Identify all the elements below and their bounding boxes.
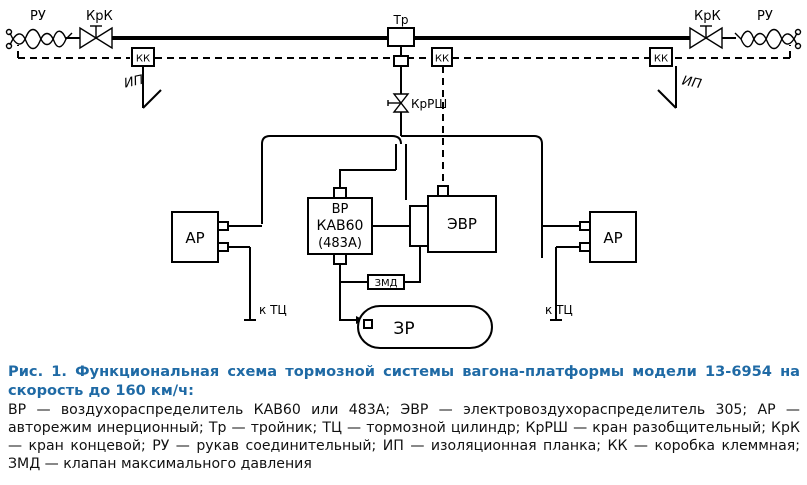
end-valve-right — [689, 25, 723, 50]
label-kk-left: КК — [136, 54, 150, 65]
label-ip-left: ИП — [123, 73, 145, 92]
electric-line — [17, 45, 791, 59]
figure-caption: Рис. 1. Функциональная схема тормозной с… — [8, 362, 800, 473]
label-kk-right: КК — [654, 54, 668, 65]
label-vr-3: (483А) — [318, 236, 362, 251]
electro-air-distributor: ЭВР — [372, 66, 497, 253]
label-vr-2: КАВ60 — [317, 218, 364, 234]
caption-legend: ВР — воздухораспределитель КАВ60 или 483… — [8, 402, 800, 472]
label-tc-right: к ТЦ — [545, 303, 573, 317]
max-pressure-valve: ЗМД — [339, 246, 421, 324]
terminal-box-right: КК — [649, 47, 673, 67]
auto-mode-left: АР к ТЦ — [171, 211, 287, 321]
label-ip-right: ИП — [681, 73, 703, 92]
insulation-plate-left: ИП — [123, 66, 162, 109]
label-tc-left: к ТЦ — [259, 303, 287, 317]
hose-right — [734, 28, 802, 50]
label-ar-right: АР — [603, 229, 622, 247]
label-zmd: ЗМД — [375, 278, 398, 289]
label-krk-right: КрК — [694, 9, 721, 24]
label-ar-left: АР — [185, 229, 204, 247]
spare-reservoir: ЗР — [357, 305, 493, 349]
label-krsh: КрРШ — [411, 97, 447, 111]
end-valve-left — [79, 25, 113, 50]
insulation-plate-right: ИП — [657, 66, 703, 109]
label-evr: ЭВР — [447, 215, 477, 233]
terminal-box-left: КК — [131, 47, 155, 67]
label-krk-left: КрК — [86, 9, 113, 24]
label-ru-right: РУ — [757, 9, 773, 24]
isolating-cock: КрРШ — [387, 93, 447, 136]
branch-pipe — [261, 135, 543, 258]
hose-left — [5, 28, 73, 50]
label-tr: Тр — [393, 13, 409, 27]
terminal-box-center: КК — [431, 47, 453, 67]
label-vr-1: ВР — [332, 202, 349, 217]
label-zr: ЗР — [393, 319, 414, 339]
brake-system-diagram: РУ КрК КрК РУ КК КК КК — [5, 9, 802, 349]
caption-title: Рис. 1. Функциональная схема тормозной с… — [8, 363, 800, 399]
label-ru-left: РУ — [30, 9, 46, 24]
tee-fitting: Тр — [387, 13, 415, 94]
auto-mode-right: АР к ТЦ — [542, 211, 637, 321]
air-distributor: ВР КАВ60 (483А) — [307, 187, 373, 265]
label-kk-center: КК — [435, 54, 449, 65]
